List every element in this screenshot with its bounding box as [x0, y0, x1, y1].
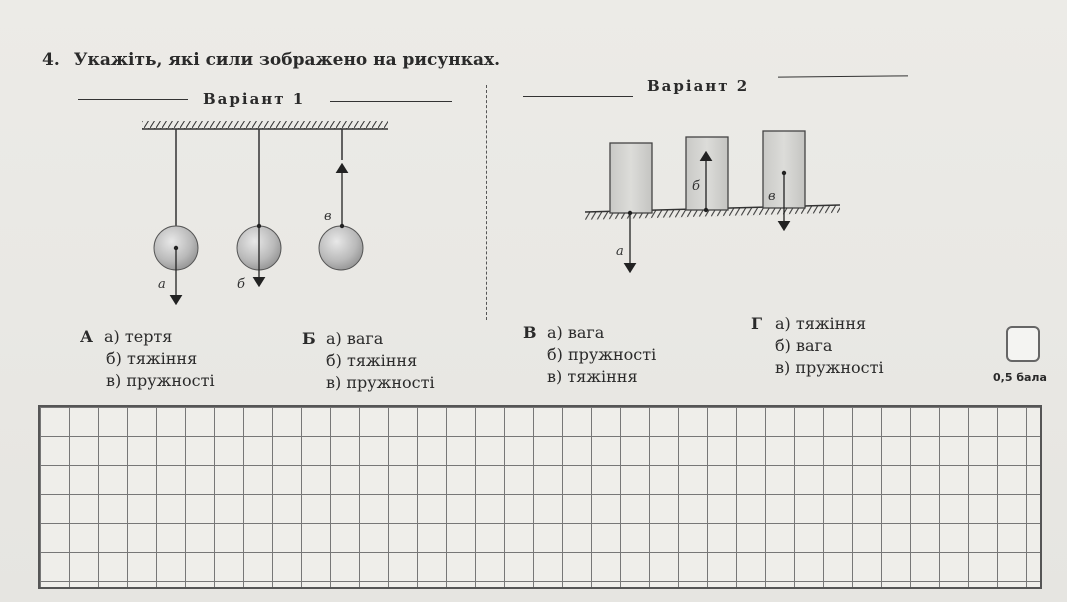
- option-g[interactable]: Г а) тяжіння б) вага в) пружності: [751, 313, 884, 379]
- block-v: в: [762, 130, 806, 232]
- answer-grid[interactable]: [38, 405, 1042, 589]
- option-v-item-3: в) тяжіння: [547, 367, 638, 386]
- label-v-1: в: [324, 209, 332, 224]
- option-v-item-1: а) вага: [547, 323, 605, 342]
- block-a: а: [609, 142, 653, 274]
- option-v[interactable]: В а) вага б) пружності в) тяжіння: [523, 322, 657, 388]
- variant2-line-left: [523, 96, 633, 97]
- variant2-title: Варіант 2: [647, 77, 750, 95]
- variant1-title: Варіант 1: [203, 90, 306, 108]
- variant1-line-right: [330, 101, 452, 102]
- variant1-line-left: [78, 99, 188, 100]
- option-b-item-2: б) тяжіння: [326, 351, 418, 370]
- option-a-item-1: а) тертя: [104, 327, 173, 346]
- label-a-1: а: [158, 277, 166, 292]
- label-b-1: б: [237, 277, 245, 292]
- option-b-item-3: в) пружності: [326, 373, 435, 392]
- pendulum-b: б: [236, 129, 282, 292]
- option-a-letter: А: [80, 327, 94, 346]
- block-b: б: [685, 136, 729, 213]
- question-text: Укажіть, які сили зображено на рисунках.: [73, 50, 501, 70]
- label-a-2: а: [616, 244, 624, 259]
- option-v-letter: В: [523, 323, 537, 342]
- answer-checkbox[interactable]: [1006, 326, 1040, 362]
- label-b-2: б: [692, 179, 700, 194]
- option-v-item-2: б) пружності: [547, 345, 657, 364]
- label-v-2: в: [768, 189, 776, 204]
- question-number: 4.: [42, 50, 60, 70]
- option-g-item-2: б) вага: [775, 336, 833, 355]
- option-g-item-3: в) пружності: [775, 358, 884, 377]
- pendulum-v: в: [318, 129, 364, 271]
- option-a-item-3: в) пружності: [106, 371, 215, 390]
- score-label: 0,5 бала: [993, 371, 1047, 384]
- option-a[interactable]: А а) тертя б) тяжіння в) пружності: [80, 326, 215, 392]
- question-4: 4. Укажіть, які сили зображено на рисунка…: [42, 50, 500, 70]
- option-g-item-1: а) тяжіння: [775, 314, 867, 333]
- option-b[interactable]: Б а) вага б) тяжіння в) пружності: [302, 328, 435, 394]
- variant-divider: [486, 85, 487, 320]
- option-b-letter: Б: [302, 329, 316, 348]
- option-b-item-1: а) вага: [326, 329, 384, 348]
- option-g-letter: Г: [751, 314, 763, 333]
- ceiling: [142, 121, 388, 130]
- pendulum-a: а: [153, 129, 199, 306]
- option-a-item-2: б) тяжіння: [106, 349, 198, 368]
